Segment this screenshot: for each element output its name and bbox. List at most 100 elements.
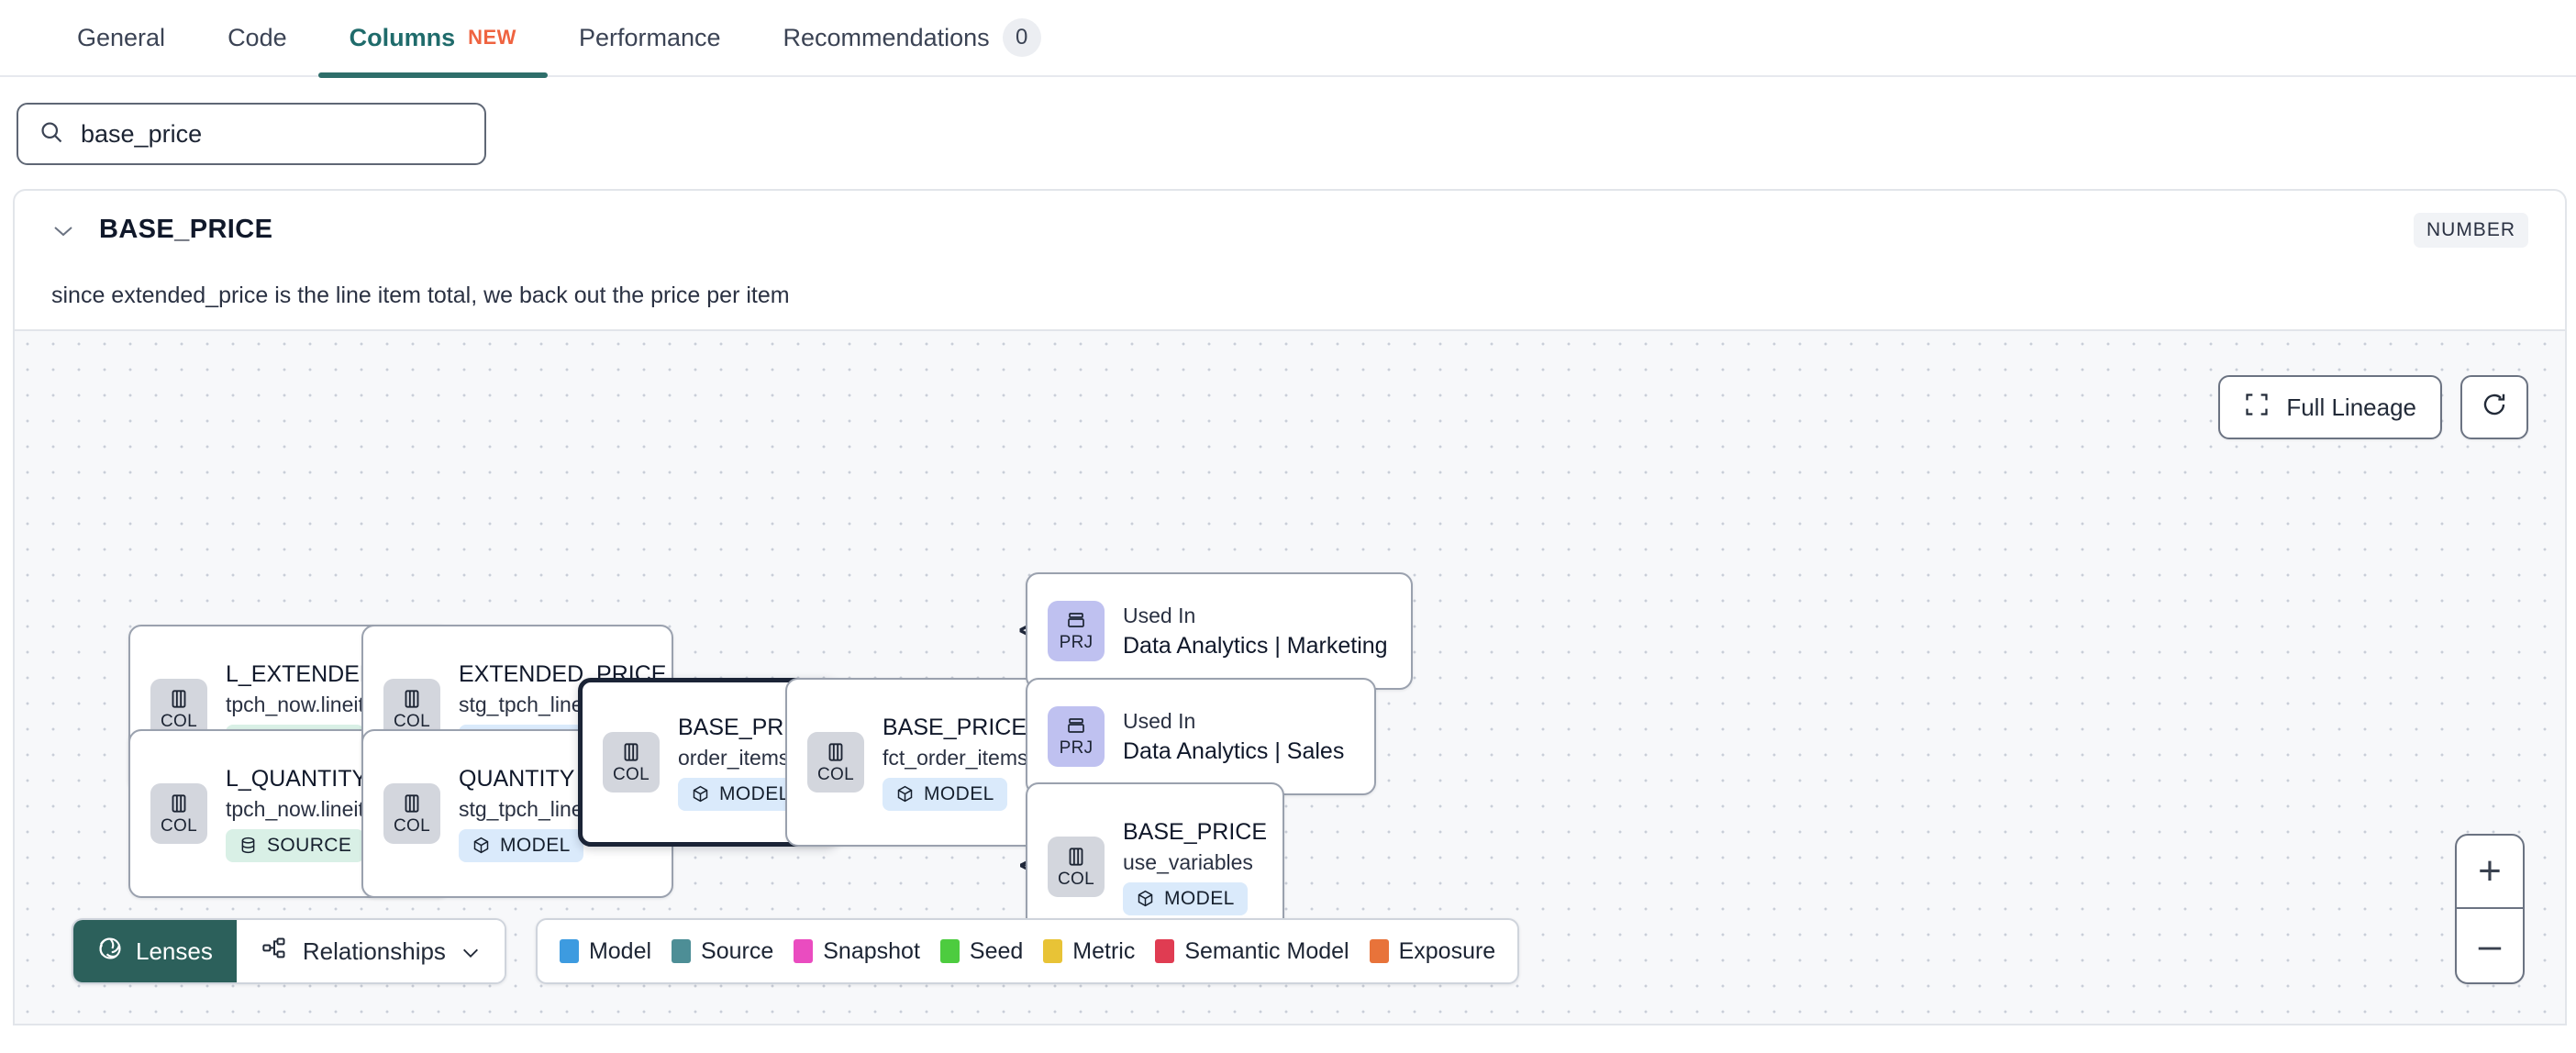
tab-columns[interactable]: Columns NEW [317, 0, 549, 78]
legend-item-seed: Seed [939, 937, 1024, 965]
search-icon [39, 119, 64, 150]
recommendations-count-badge: 0 [1002, 18, 1041, 57]
tab-label: General [77, 23, 166, 51]
legend-swatch [1155, 939, 1175, 963]
col-icon-label: COL [394, 815, 430, 836]
node-kicker: Used In [1123, 603, 1196, 627]
column-detail-panel: BASE_PRICE NUMBER since extended_price i… [13, 189, 2567, 1025]
lenses-button[interactable]: Lenses [73, 920, 237, 982]
legend-label: Seed [969, 937, 1024, 964]
col-icon: COL [383, 783, 440, 844]
col-icon-label: COL [161, 815, 197, 836]
search-input[interactable] [81, 119, 464, 149]
zoom-out-button[interactable]: – [2478, 923, 2502, 968]
legend-item-model: Model [559, 937, 652, 965]
legend-label: Metric [1072, 937, 1136, 964]
tab-label: Performance [578, 23, 721, 51]
node-type-tag: MODEL [1123, 881, 1248, 915]
relationships-label: Relationships [302, 937, 446, 965]
legend-swatch [1369, 939, 1389, 963]
aperture-icon [97, 936, 123, 968]
lineage-node-project-marketing[interactable]: PRJ Used In Data Analytics | Marketing [1026, 572, 1413, 690]
legend-swatch [794, 939, 814, 963]
col-icon-label: COL [1058, 869, 1094, 889]
node-type-tag-label: SOURCE [267, 834, 352, 856]
col-icon: COL [603, 732, 660, 793]
canvas-bottom-bar: Lenses Relationships [72, 918, 1520, 984]
node-type-tag: MODEL [883, 777, 1007, 811]
legend-label: Source [701, 937, 774, 964]
node-title: Data Analytics | Sales [1123, 737, 1345, 764]
legend-swatch [1043, 939, 1063, 963]
lineage-node-base-price-fct-order-items[interactable]: COL BASE_PRICE fct_order_items MODEL [785, 678, 1059, 847]
refresh-icon [2481, 391, 2508, 425]
node-type-tag-label: MODEL [1164, 887, 1235, 909]
legend-item-snapshot: Snapshot [794, 938, 920, 965]
col-icon: COL [1048, 837, 1105, 897]
legend-label: Snapshot [823, 937, 920, 964]
tab-general[interactable]: General [46, 0, 196, 76]
legend-label: Model [588, 937, 652, 964]
lens-relationship-group: Lenses Relationships [72, 918, 506, 984]
full-lineage-label: Full Lineage [2286, 393, 2416, 421]
node-subtitle: use_variables [1123, 849, 1253, 874]
legend-item-exposure: Exposure [1369, 937, 1496, 965]
cube-icon [1138, 890, 1153, 907]
cube-icon [473, 837, 489, 854]
col-icon-label: COL [161, 711, 197, 731]
node-type-tag-label: MODEL [719, 782, 790, 804]
legend-swatch [672, 939, 692, 963]
database-icon [241, 837, 255, 854]
tab-new-badge: NEW [468, 26, 516, 49]
col-icon: COL [807, 732, 864, 793]
prj-icon-label: PRJ [1059, 632, 1094, 652]
lineage-legend: Model Source Snapshot Seed Metric [535, 918, 1520, 984]
canvas-top-controls: Full Lineage [2218, 375, 2528, 439]
node-kicker: Used In [1123, 708, 1196, 733]
legend-label: Exposure [1398, 937, 1496, 964]
prj-icon-label: PRJ [1059, 737, 1094, 758]
search-area [0, 77, 2576, 189]
zoom-in-button[interactable]: + [2457, 836, 2523, 909]
node-subtitle: fct_order_items [883, 745, 1028, 770]
prj-icon: PRJ [1048, 706, 1105, 767]
col-icon-label: COL [817, 764, 854, 784]
chevron-down-icon[interactable] [51, 218, 75, 242]
node-title: BASE_PRICE [883, 714, 1027, 740]
tab-recommendations[interactable]: Recommendations 0 [752, 0, 1072, 76]
col-icon-label: COL [613, 764, 650, 784]
col-icon: COL [150, 783, 207, 844]
tab-performance[interactable]: Performance [548, 0, 752, 76]
page-title: BASE_PRICE [99, 215, 273, 244]
node-title: BASE_PRICE [1123, 818, 1268, 845]
node-subtitle: order_items [678, 745, 790, 770]
lenses-label: Lenses [136, 937, 213, 965]
node-type-tag-label: MODEL [924, 782, 994, 804]
relationships-icon [261, 936, 288, 968]
zoom-controls: + – [2455, 834, 2525, 984]
node-type-tag: SOURCE [226, 828, 365, 862]
expand-icon [2244, 392, 2270, 424]
tab-code[interactable]: Code [196, 0, 318, 76]
legend-item-source: Source [672, 938, 773, 965]
tab-label: Code [228, 23, 287, 51]
search-box[interactable] [17, 103, 486, 165]
tab-label: Recommendations [783, 23, 990, 51]
node-type-tag-label: MODEL [500, 834, 571, 856]
column-description: since extended_price is the line item to… [51, 283, 790, 308]
full-lineage-button[interactable]: Full Lineage [2218, 375, 2442, 439]
legend-item-metric: Metric [1043, 938, 1135, 965]
cube-icon [693, 785, 708, 803]
prj-icon: PRJ [1048, 601, 1105, 661]
column-type-badge: NUMBER [2413, 213, 2528, 248]
node-title: QUANTITY [459, 765, 575, 792]
relationships-dropdown[interactable]: Relationships [236, 920, 505, 982]
refresh-button[interactable] [2460, 375, 2528, 439]
cube-icon [897, 785, 913, 803]
col-icon-label: COL [394, 711, 430, 731]
lineage-canvas[interactable]: COL L_EXTENDEDPRICE tpch_now.lineitem SO… [15, 329, 2565, 1024]
lineage-node-project-sales[interactable]: PRJ Used In Data Analytics | Sales [1026, 678, 1376, 795]
chevron-down-icon [461, 937, 481, 966]
legend-swatch [939, 939, 960, 963]
tab-bar: General Code Columns NEW Performance Rec… [0, 0, 2576, 78]
